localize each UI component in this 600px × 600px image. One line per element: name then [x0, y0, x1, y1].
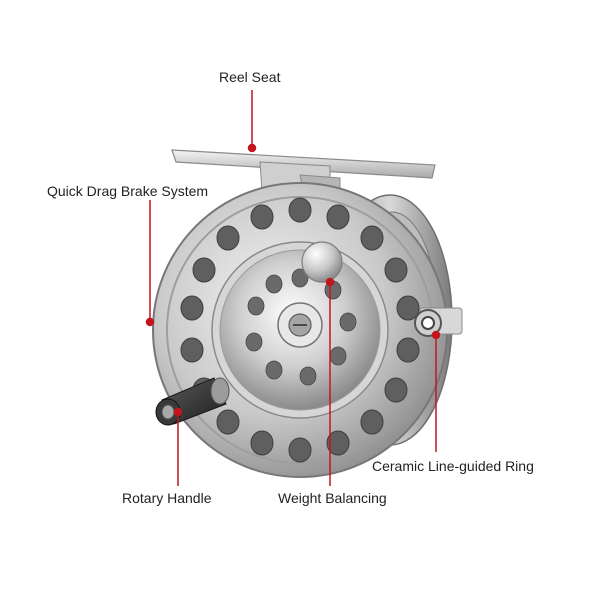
hub-holes [245, 268, 357, 386]
reel-spool [152, 182, 448, 478]
weight-balancing-ball [301, 241, 343, 283]
label-weight-balancing: Weight Balancing [278, 490, 387, 506]
ceramic-line-guide [414, 307, 463, 337]
label-rotary-handle: Rotary Handle [122, 490, 212, 506]
label-ceramic-line-guided-ring: Ceramic Line-guided Ring [372, 458, 534, 474]
leader-lines [145, 90, 441, 486]
label-reel-seat: Reel Seat [219, 69, 281, 85]
spool-holes [180, 197, 420, 463]
label-quick-drag-brake-system: Quick Drag Brake System [47, 183, 209, 199]
